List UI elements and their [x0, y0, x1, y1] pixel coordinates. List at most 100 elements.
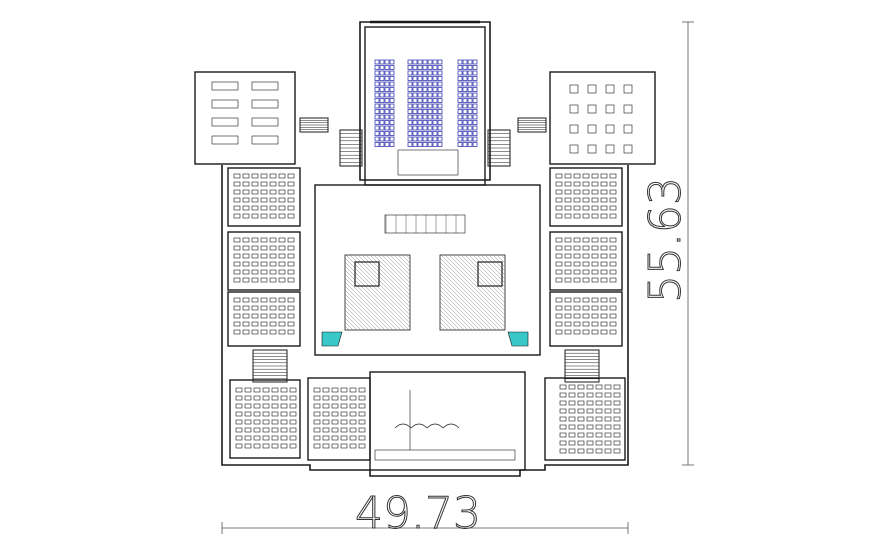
seat: [457, 114, 463, 120]
seat: [432, 59, 438, 65]
desk: [269, 213, 277, 219]
seat: [407, 98, 413, 103]
desk: [582, 205, 590, 211]
hatch-line: [439, 313, 457, 331]
seat: [472, 87, 478, 92]
seat: [467, 131, 473, 136]
desk: [600, 245, 608, 251]
hatch-line: [480, 254, 506, 280]
seat: [389, 76, 395, 81]
desk: [251, 237, 259, 243]
auditorium-shell: [359, 21, 491, 181]
seat: [427, 81, 433, 87]
seat: [374, 70, 380, 76]
table: [211, 117, 239, 127]
seat: [412, 76, 418, 81]
outer-wall: [221, 165, 629, 477]
desk: [287, 181, 295, 187]
desk: [555, 329, 563, 335]
desk: [591, 261, 599, 267]
seat: [472, 125, 478, 131]
seat: [462, 120, 468, 125]
hatch-line: [439, 301, 469, 331]
desk: [251, 261, 259, 267]
desk: [577, 440, 585, 446]
desk: [253, 403, 261, 409]
hatch-line: [385, 254, 411, 280]
desk: [251, 173, 259, 179]
seat: [389, 109, 395, 114]
desk: [600, 277, 608, 283]
desk: [233, 277, 241, 283]
stair-left-landing: [299, 117, 329, 133]
seat: [379, 70, 385, 76]
seat: [437, 103, 443, 109]
desk: [555, 321, 563, 327]
seat-row-right: [457, 114, 478, 120]
hatch-line: [345, 254, 411, 320]
hatch-line: [344, 297, 378, 331]
lobby-arches: [394, 423, 460, 429]
seat-row-center: [407, 142, 443, 147]
seat: [412, 65, 418, 70]
desk: [260, 205, 268, 211]
desk: [260, 321, 268, 327]
hatch-line: [344, 277, 398, 331]
seat: [422, 76, 428, 81]
desk: [609, 245, 617, 251]
seat-row-center: [407, 125, 443, 131]
room-classroom-right-2: [549, 231, 623, 291]
desk: [555, 213, 563, 219]
stair-right-lower: [564, 349, 600, 383]
seat: [379, 59, 385, 65]
desk: [564, 313, 572, 319]
desk: [242, 245, 250, 251]
seat: [437, 65, 443, 70]
seat: [417, 87, 423, 92]
desk: [260, 197, 268, 203]
table: [587, 84, 597, 94]
seat: [389, 59, 395, 65]
seat: [427, 87, 433, 92]
desk: [573, 261, 581, 267]
desk: [262, 403, 270, 409]
seat: [462, 114, 468, 120]
desk: [613, 400, 621, 406]
seat: [437, 98, 443, 103]
table: [587, 144, 597, 154]
desk: [244, 443, 252, 449]
seat: [389, 87, 395, 92]
desk: [280, 395, 288, 401]
seat: [412, 70, 418, 76]
hatch-line: [405, 254, 411, 260]
seat: [389, 65, 395, 70]
seat: [374, 103, 380, 109]
seat-row-right: [457, 103, 478, 109]
desk: [260, 313, 268, 319]
seat: [389, 136, 395, 142]
desk: [269, 197, 277, 203]
desk: [242, 261, 250, 267]
desk: [287, 297, 295, 303]
desk: [358, 387, 366, 393]
desk: [582, 277, 590, 283]
seat: [389, 103, 395, 109]
desk: [595, 440, 603, 446]
desk: [322, 427, 330, 433]
seat: [407, 81, 413, 87]
seat: [472, 76, 478, 81]
desk: [242, 297, 250, 303]
seat: [379, 131, 385, 136]
seat: [457, 103, 463, 109]
hatch-line: [357, 254, 411, 308]
desk: [242, 313, 250, 319]
seat-row-center: [407, 92, 443, 98]
seat: [412, 81, 418, 87]
desk: [604, 448, 612, 454]
desk: [235, 419, 243, 425]
seat: [462, 131, 468, 136]
desk: [564, 197, 572, 203]
seat: [412, 125, 418, 131]
desk: [349, 387, 357, 393]
room-central-atrium: [314, 184, 541, 356]
